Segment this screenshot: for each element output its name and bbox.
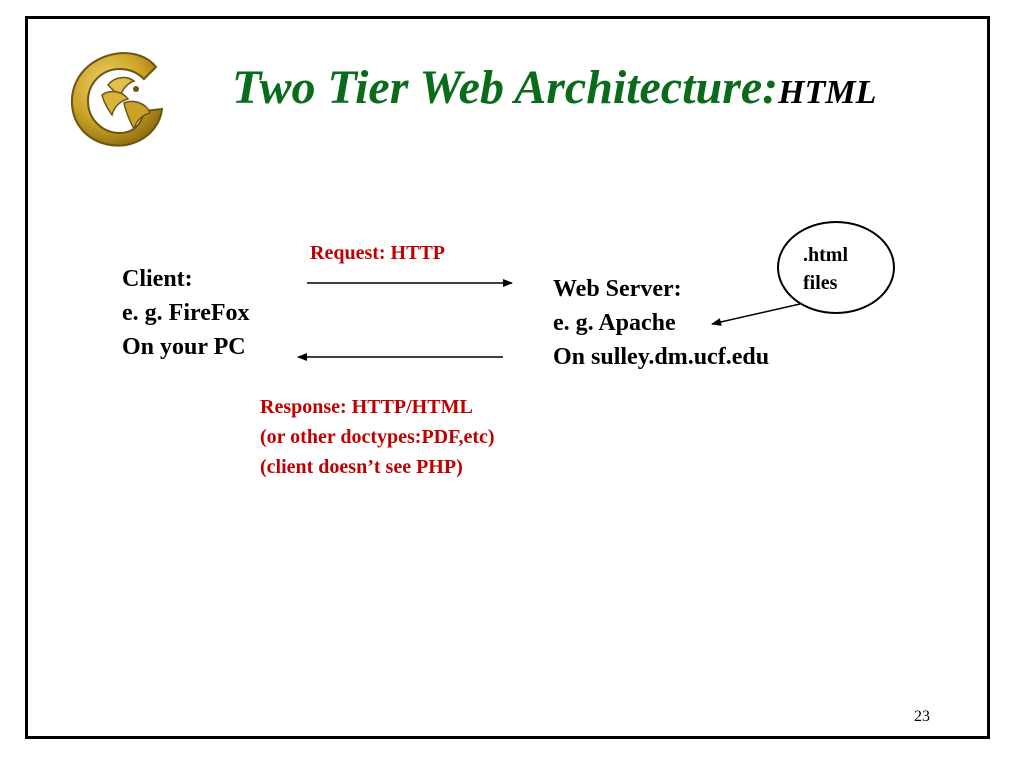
server-block: Web Server: e. g. Apache On sulley.dm.uc… (553, 272, 769, 374)
files-ext: .html (803, 244, 848, 266)
server-heading: Web Server: (553, 276, 682, 302)
server-example: e. g. Apache (553, 310, 676, 336)
title-main: Two Tier Web Architecture: (232, 61, 779, 114)
response-block: Response: HTTP/HTML (or other doctypes:P… (260, 392, 495, 482)
files-word: files (803, 272, 838, 294)
request-label: Request: HTTP (310, 242, 445, 264)
pegasus-logo-icon (70, 51, 164, 147)
slide-frame (25, 16, 990, 739)
server-location: On sulley.dm.ucf.edu (553, 344, 770, 370)
client-location: On your PC (122, 334, 246, 360)
client-block: Client: e. g. FireFox On your PC (122, 262, 250, 364)
slide-title: Two Tier Web Architecture:HTML (232, 64, 876, 112)
client-heading: Client: (122, 266, 193, 292)
response-doctypes: (or other doctypes:PDF,etc) (260, 426, 495, 448)
page-number: 23 (914, 708, 930, 725)
html-files-ellipse (777, 221, 895, 314)
response-heading: Response: HTTP/HTML (260, 396, 473, 418)
html-files-label: .html files (803, 241, 848, 297)
response-php-note: (client doesn’t see PHP) (260, 456, 463, 478)
title-sub: HTML (778, 74, 877, 111)
client-example: e. g. FireFox (122, 300, 250, 326)
